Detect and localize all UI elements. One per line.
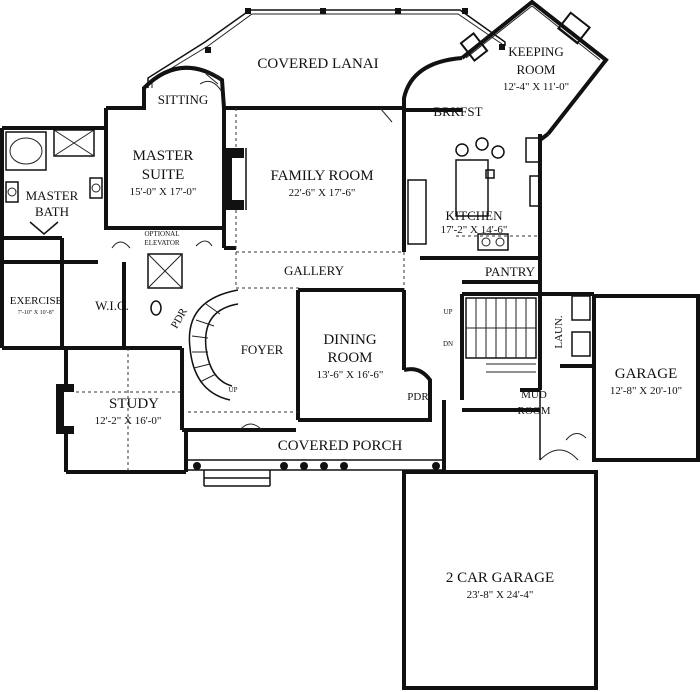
study-label: STUDY — [109, 396, 159, 412]
dining-room-label-line1: DINING — [323, 332, 376, 348]
pdr-left-label: PDR — [169, 306, 190, 331]
stair-dn-label: DN — [443, 340, 453, 348]
two-car-garage-label: 2 CAR GARAGE — [446, 570, 554, 586]
exercise-dims: 7'-10" X 10'-8" — [18, 310, 55, 316]
covered-lanai-label: COVERED LANAI — [257, 56, 378, 72]
pdr-right-label: PDR — [407, 391, 429, 403]
brkfst-label: BRKFST — [433, 104, 482, 119]
exercise-label: EXERCISE — [10, 295, 63, 307]
optional-elevator-label-line2: ELEVATOR — [144, 239, 179, 247]
master-bath-label-line2: BATH — [35, 204, 69, 219]
sitting-label: SITTING — [158, 92, 209, 107]
foyer-label: FOYER — [241, 342, 284, 357]
breakfast-walls — [402, 56, 463, 112]
study-dims: 12'-2" X 16'-0" — [95, 415, 162, 427]
kitchen-label: KITCHEN — [445, 208, 503, 223]
stair-up-label: UP — [444, 308, 453, 316]
family-room-dims: 22'-6" X 17'-6" — [289, 187, 356, 199]
keeping-room-label-line2: ROOM — [516, 62, 555, 77]
gallery-label: GALLERY — [284, 263, 345, 278]
garage-dims: 12'-8" X 20'-10" — [610, 385, 682, 397]
optional-elevator-label-line1: OPTIONAL — [145, 230, 180, 238]
pantry-label: PANTRY — [485, 264, 536, 279]
kitchen-dims: 17'-2" X 14'-6" — [441, 224, 508, 236]
two-car-garage — [402, 390, 598, 690]
interior-walls — [0, 106, 596, 474]
laundry-label: LAUN. — [553, 315, 565, 349]
master-suite-dims: 15'-0" X 17'-0" — [130, 186, 197, 198]
door-swings — [111, 72, 587, 441]
curved-staircase — [188, 289, 239, 401]
master-suite-label-line2: SUITE — [142, 167, 185, 183]
keeping-room-label-line1: KEEPING — [508, 44, 564, 59]
covered-porch — [184, 400, 446, 487]
dining-room-label-line2: ROOM — [327, 350, 372, 366]
keeping-room-walls — [459, 0, 609, 136]
wic-label: W.I.C. — [95, 298, 129, 313]
mud-room-label-line2: ROOM — [517, 405, 550, 417]
garage-label: GARAGE — [615, 366, 678, 382]
covered-porch-label: COVERED PORCH — [278, 438, 403, 454]
master-bath-label-line1: MASTER — [26, 188, 79, 203]
foyer-stair-up-label: UP — [229, 386, 238, 394]
master-suite-label-line1: MASTER — [133, 148, 194, 164]
bath-fixtures — [5, 129, 162, 316]
keeping-room-dims: 12'-4" X 11'-0" — [503, 81, 569, 93]
two-car-garage-dims: 23'-8" X 24'-4" — [467, 589, 534, 601]
mud-room-label-line1: MUD — [521, 389, 547, 401]
side-garage — [571, 294, 700, 462]
kitchen-fixtures — [455, 137, 541, 251]
dining-room-dims: 13'-6" X 16'-6" — [317, 369, 384, 381]
service-stair — [465, 297, 537, 373]
covered-lanai-outline — [147, 8, 506, 88]
family-room-label: FAMILY ROOM — [270, 168, 373, 184]
